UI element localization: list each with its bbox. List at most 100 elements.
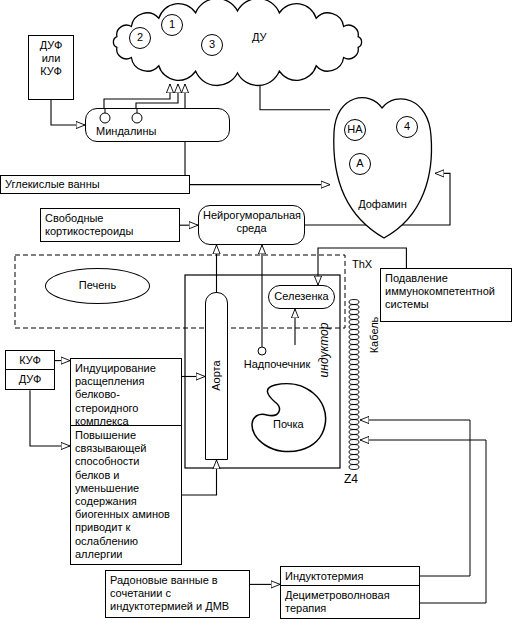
connector-arrow <box>180 225 198 226</box>
zone-circle: 3 <box>201 34 223 56</box>
coil-winding <box>349 330 359 335</box>
coil-winding <box>349 360 359 365</box>
node-text: Надпочечник <box>232 358 322 371</box>
node-text: Свободные кортикостероиды <box>45 212 175 238</box>
inductor-coil <box>349 300 359 470</box>
coil-winding <box>349 445 359 450</box>
region-label: ThX <box>352 258 372 270</box>
coil-winding <box>349 365 359 370</box>
heart-circle: А <box>349 153 371 175</box>
coil-winding <box>349 435 359 440</box>
process-box: Повышение связывающей способности белков… <box>70 425 182 565</box>
adrenal-symbol <box>258 347 266 355</box>
connector-arrow <box>250 584 280 585</box>
node-text: Углекислые ванны <box>5 178 185 191</box>
process-box: Индуцирование расщепления белково-стерои… <box>70 358 182 432</box>
coil-winding <box>349 355 359 360</box>
coil-winding <box>349 450 359 455</box>
connector-arrow <box>182 460 217 495</box>
connector-arrow <box>182 376 205 377</box>
node-text: Подавление иммунокомпетентной системы <box>385 272 507 312</box>
coil-winding <box>349 460 359 465</box>
connector-arrow <box>104 84 170 108</box>
node-text: Индуктотермия <box>285 570 415 583</box>
heart-circle: 4 <box>396 116 418 138</box>
coil-winding <box>349 420 359 425</box>
segment-label: Z4 <box>344 473 358 486</box>
heart-outline <box>334 98 432 238</box>
callout-number: 2 <box>137 31 143 44</box>
tonsil-lead <box>105 108 106 113</box>
node-text: Дециметроволновая терапия <box>285 589 415 615</box>
cable-label: Кабель <box>368 317 380 354</box>
adrenal-gland: Надпочечник <box>232 345 322 373</box>
coil-winding <box>349 405 359 410</box>
coil-winding <box>349 335 359 340</box>
coil-winding <box>349 345 359 350</box>
therapy-box: Индуктотермия <box>280 566 420 587</box>
node-text: Печень <box>50 279 145 292</box>
node-text: Радоновые ванные в сочетании с индуктоте… <box>110 574 245 614</box>
process-box: Углекислые ванны <box>0 175 190 194</box>
coil-winding <box>349 380 359 385</box>
kidney-outline <box>252 384 326 452</box>
liver-shape: Печень <box>45 268 150 304</box>
node-text: Миндалины <box>96 125 229 138</box>
coil-winding <box>349 440 359 445</box>
connector-arrow <box>55 360 70 361</box>
kidney-outline <box>245 380 330 455</box>
zone-circle: 2 <box>129 27 151 49</box>
coil-winding <box>349 390 359 395</box>
node-text: ДУФ или КУФ <box>33 39 69 79</box>
callout-number: 1 <box>169 18 175 31</box>
callout-number: А <box>356 157 363 170</box>
coil-winding <box>349 455 359 460</box>
brain-cloud: ДУ213 <box>100 0 375 84</box>
callout-number: 3 <box>209 38 215 51</box>
tonsil-symbol <box>132 113 142 123</box>
node-text: Нейрогуморальная среда <box>203 209 300 235</box>
spleen-shape: Селезенка <box>268 285 335 309</box>
tonsil-lead <box>137 108 138 113</box>
coil-winding <box>349 465 359 470</box>
heart-circle: НА <box>344 119 366 141</box>
connector-arrow <box>216 245 217 292</box>
coil-winding <box>349 410 359 415</box>
coil-winding <box>349 375 359 380</box>
connector-arrow <box>136 84 178 108</box>
tonsil-symbol <box>100 113 110 123</box>
aorta-tube: Аорта <box>205 292 228 460</box>
coil-winding <box>349 350 359 355</box>
factor-box: ДУФ <box>5 369 55 390</box>
coil-winding <box>349 370 359 375</box>
node-text: КУФ <box>10 354 50 367</box>
connector-arrow <box>30 390 70 446</box>
node-text: ДУФ <box>10 373 50 386</box>
coil-winding <box>349 305 359 310</box>
therapy-box: Дециметроволновая терапия <box>280 585 420 619</box>
coil-winding <box>349 400 359 405</box>
connector-arrow <box>51 100 85 125</box>
heart-shape: ДофаминНАА4 <box>330 92 435 240</box>
node-text: Повышение связывающей способности белков… <box>75 429 177 561</box>
coil-winding <box>349 315 359 320</box>
connector-arrow <box>261 245 262 345</box>
node-text: Аорта <box>210 361 223 391</box>
factor-box: КУФ <box>5 350 55 371</box>
tonsils-box: Миндалины <box>85 108 230 142</box>
coil-winding <box>349 320 359 325</box>
process-box: Радоновые ванные в сочетании с индуктоте… <box>105 570 250 618</box>
kidney-shape: Почка <box>245 380 330 455</box>
connector-arrow <box>294 309 295 345</box>
brain-outline <box>113 0 361 85</box>
heart-outline <box>330 92 435 240</box>
connector-arrow <box>260 84 330 110</box>
coil-winding <box>349 430 359 435</box>
coil-winding <box>349 325 359 330</box>
coil-winding <box>349 300 359 305</box>
factor-box: ДУФ или КУФ <box>28 35 74 100</box>
zone-circle: 1 <box>161 14 183 36</box>
coil-winding <box>349 425 359 430</box>
adrenal-lead <box>262 345 263 347</box>
